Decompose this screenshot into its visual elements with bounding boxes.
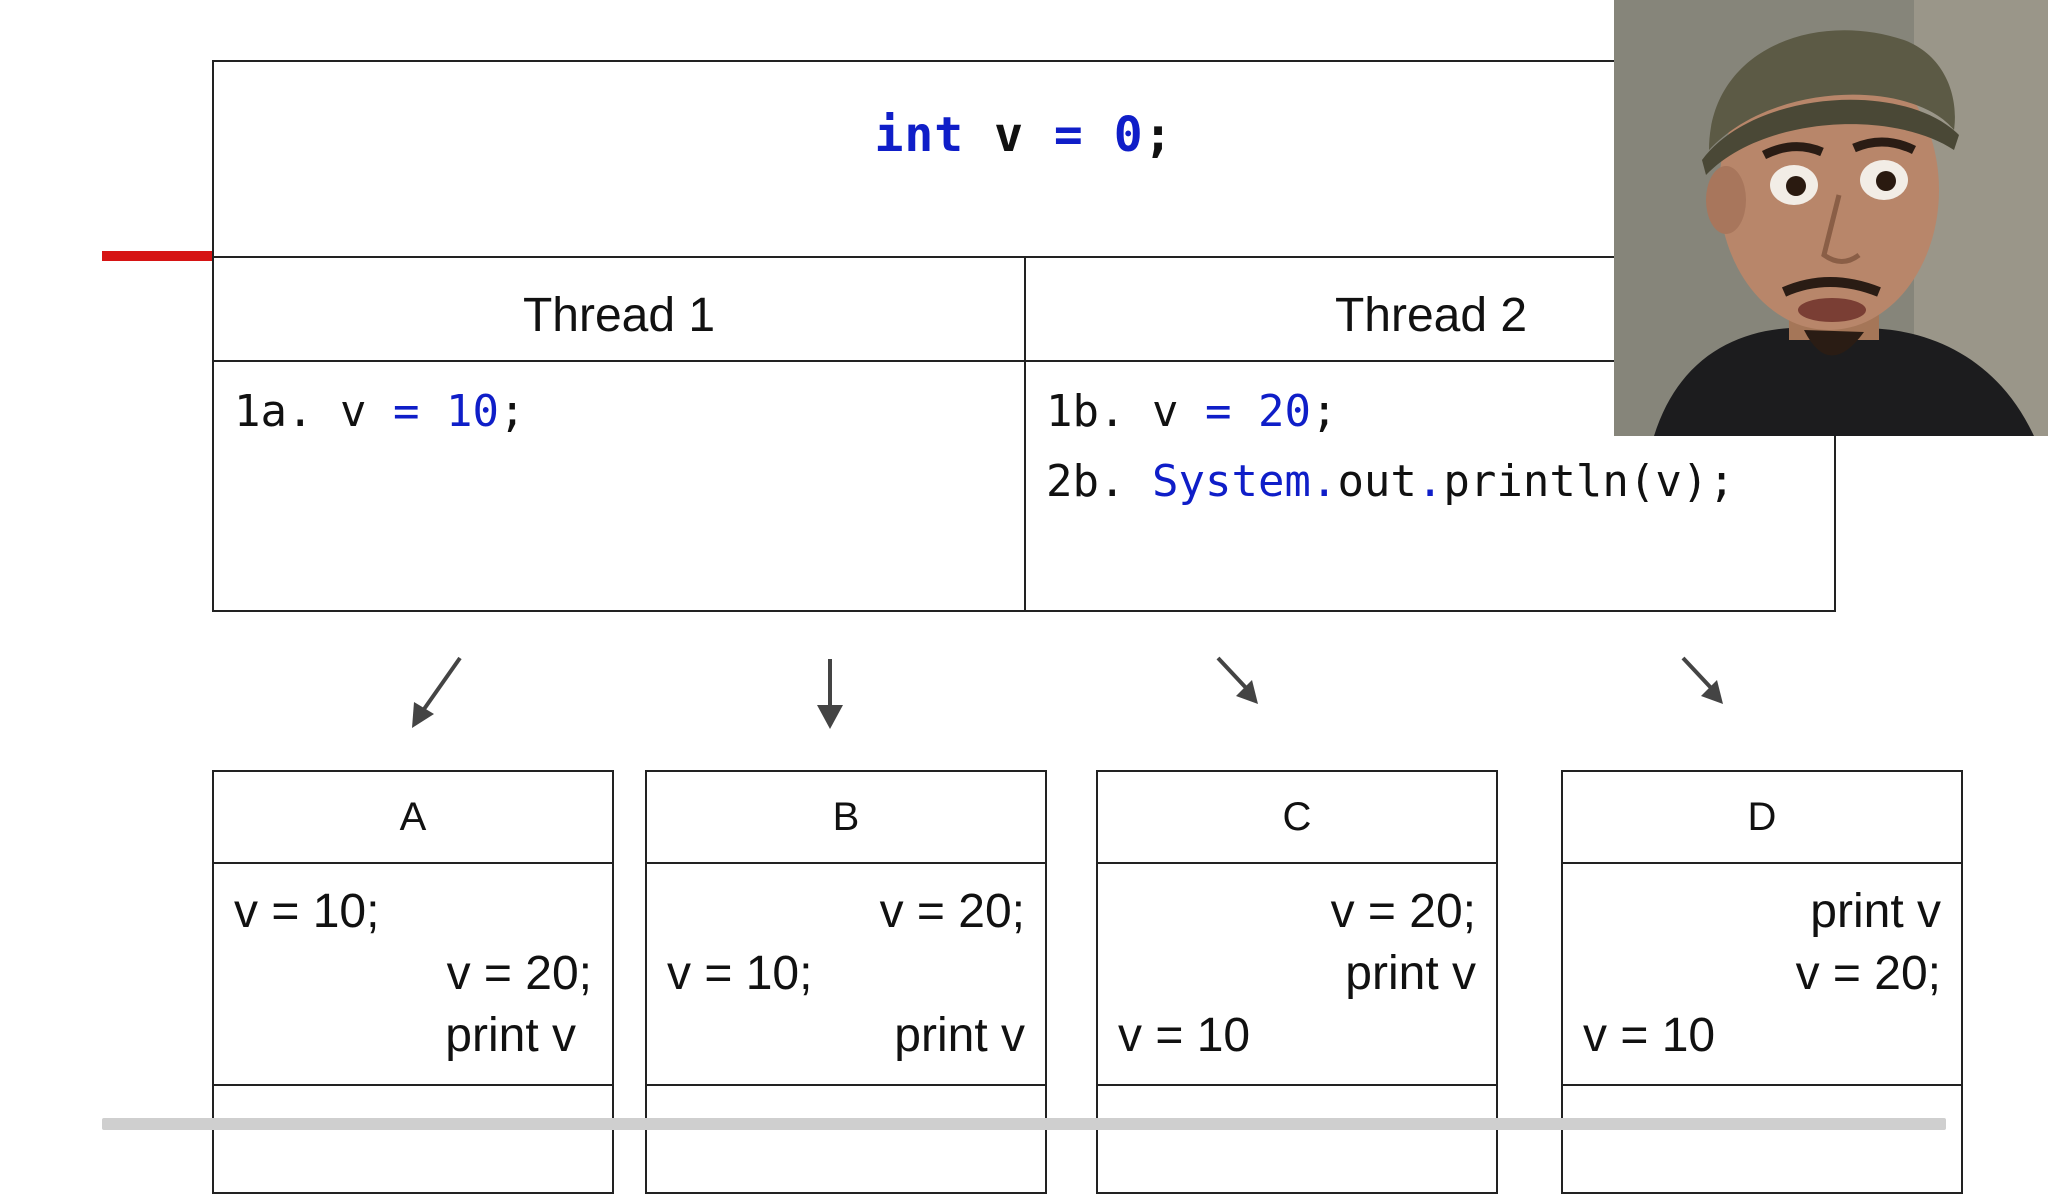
code-token: . bbox=[1310, 456, 1338, 507]
decl-var: v bbox=[994, 107, 1024, 163]
thread-2-code-line: 2b. System.out.println(v); bbox=[1046, 447, 1735, 517]
outcome-label: B bbox=[647, 772, 1045, 864]
column-divider bbox=[1024, 256, 1026, 610]
code-token bbox=[1125, 456, 1152, 507]
code-token: v bbox=[1125, 386, 1205, 437]
code-token: System bbox=[1151, 456, 1311, 507]
outcome-divider bbox=[214, 1084, 612, 1086]
outcome-line: print v bbox=[894, 1009, 1025, 1062]
thread-1-code: 1a. v = 10; bbox=[234, 377, 525, 447]
outcome-label: A bbox=[214, 772, 612, 864]
decl-value: 0 bbox=[1113, 107, 1144, 163]
code-token: . bbox=[1416, 456, 1444, 507]
outcome-line: v = 20; bbox=[1795, 947, 1941, 1000]
thread-2-code: 1b. v = 20;2b. System.out.println(v); bbox=[1046, 377, 1735, 517]
code-token: v bbox=[313, 386, 393, 437]
presenter-face-image bbox=[1614, 0, 2048, 436]
declaration: int v = 0; bbox=[214, 107, 1834, 163]
outcome-line: v = 10 bbox=[1118, 1009, 1251, 1062]
outcome-label: C bbox=[1098, 772, 1496, 864]
code-table: int v = 0; Thread 1 Thread 2 1a. v = 10;… bbox=[212, 60, 1836, 612]
decl-keyword: int bbox=[874, 107, 965, 163]
declaration-row: int v = 0; bbox=[214, 62, 1834, 256]
outcome-line: print v bbox=[1345, 947, 1476, 1000]
outcome-c: C v = 20; print v v = 10 bbox=[1096, 770, 1498, 1194]
accent-line bbox=[102, 251, 214, 261]
code-token: 10 bbox=[445, 386, 499, 437]
thread-2-title: Thread 2 bbox=[1334, 289, 1528, 342]
outcome-line: print v bbox=[445, 1009, 576, 1062]
outcome-line: v = 10 bbox=[1583, 1009, 1716, 1062]
outcome-line: v = 20; bbox=[1330, 885, 1476, 938]
outcome-b: B v = 20; v = 10; print v bbox=[645, 770, 1047, 1194]
video-progress-bar[interactable] bbox=[102, 1118, 1946, 1130]
code-token: ; bbox=[1310, 386, 1338, 437]
outcome-line: print v bbox=[1810, 885, 1941, 938]
outcome-divider bbox=[647, 1084, 1045, 1086]
code-token bbox=[419, 386, 446, 437]
code-token: ; bbox=[498, 386, 526, 437]
arrow-icon bbox=[817, 659, 843, 729]
outcome-line: v = 10; bbox=[667, 947, 813, 1000]
thread-1-title: Thread 1 bbox=[522, 289, 716, 342]
thread-1-code-line: 1a. v = 10; bbox=[234, 377, 525, 447]
line-number: 2b. bbox=[1046, 456, 1126, 507]
outcome-line: v = 20; bbox=[446, 947, 592, 1000]
outcome-line: v = 10; bbox=[234, 885, 380, 938]
code-token: 20 bbox=[1257, 386, 1311, 437]
outcome-divider bbox=[1098, 1084, 1496, 1086]
decl-end: ; bbox=[1143, 107, 1174, 163]
thread-2-code-line: 1b. v = 20; bbox=[1046, 377, 1735, 447]
outcome-d: D print v v = 20; v = 10 bbox=[1561, 770, 1963, 1194]
code-token: println(v); bbox=[1443, 456, 1735, 507]
arrow-icon bbox=[1216, 656, 1258, 704]
outcome-divider bbox=[1563, 1084, 1961, 1086]
presenter-webcam bbox=[1614, 0, 2048, 436]
outcome-label: D bbox=[1563, 772, 1961, 864]
outcome-a: A v = 10; v = 20; print v bbox=[212, 770, 614, 1194]
arrow-icon bbox=[1681, 656, 1723, 704]
line-number: 1a. bbox=[234, 386, 314, 437]
code-token: = bbox=[392, 386, 420, 437]
code-token: = bbox=[1204, 386, 1232, 437]
line-number: 1b. bbox=[1046, 386, 1126, 437]
outcome-line: v = 20; bbox=[879, 885, 1025, 938]
code-token: out bbox=[1337, 456, 1417, 507]
code-token bbox=[1231, 386, 1258, 437]
decl-op: = bbox=[1053, 107, 1084, 163]
arrow-icon bbox=[412, 656, 462, 728]
